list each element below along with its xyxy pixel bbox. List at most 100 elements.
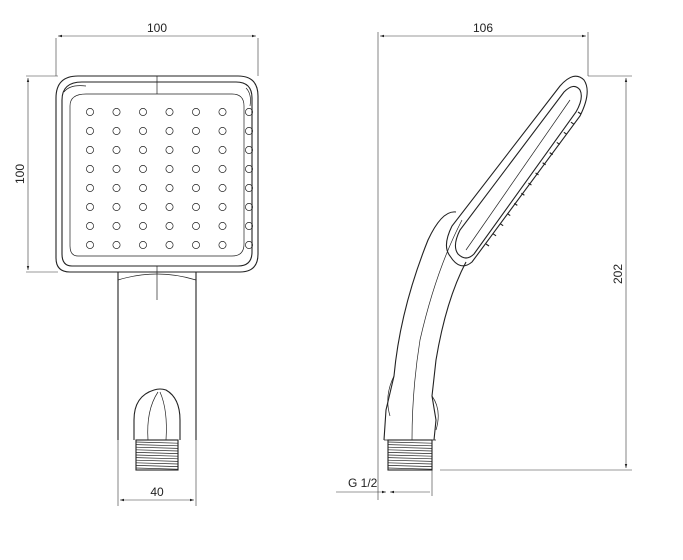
nozzle [245,165,253,173]
thread-ridge [135,467,179,470]
nozzle [165,184,174,192]
thread-ridge [387,452,433,454]
nozzle [218,146,227,154]
side-nozzle [542,162,546,166]
thread-ridge [387,446,433,449]
nozzle [192,146,200,154]
side-height-dimension: 202 [440,75,632,471]
thread-ridge [135,454,179,457]
side-nozzle [528,182,532,186]
nozzle [112,165,121,173]
nozzle [192,184,200,192]
head-face [69,93,245,257]
head-corner-detail [245,87,251,107]
nozzle [139,241,147,249]
thread-ridge [135,452,179,454]
nozzle [112,127,121,135]
neck-width-label: 40 [150,485,164,499]
nozzle [112,108,121,116]
thread-ridge [387,441,433,444]
front-width-label: 100 [147,21,167,35]
handle-end-cap-inner [147,391,167,441]
nozzle [86,184,94,192]
thread-ridge [135,465,179,467]
nozzle [86,241,94,249]
nozzle [165,241,174,249]
thread-ridge [135,446,179,449]
thread-ridge [135,449,179,452]
side-nozzle-row [485,111,582,247]
nozzle [165,146,174,154]
nozzle [112,222,121,230]
side-width-label: 106 [473,21,493,35]
front-view [55,75,259,471]
side-handle-collar [387,375,439,431]
side-nozzle [577,111,582,115]
handle-neck [117,272,197,440]
thread-ridge [387,462,433,465]
side-head-outline [445,75,588,267]
front-height-dimension: 100 [13,75,58,273]
nozzle [245,184,253,192]
side-nozzle [535,172,539,176]
nozzle [245,146,253,154]
nozzle [218,165,227,173]
nozzle [86,127,94,135]
side-nozzle [521,192,525,196]
nozzle [139,165,147,173]
thread-front [135,439,179,471]
nozzle [192,127,200,135]
side-width-dimension: 106 [377,21,589,500]
thread-side [387,439,433,471]
nozzle [112,184,121,192]
side-nozzle [556,142,561,145]
side-nozzle [485,243,490,247]
side-nozzle [499,223,504,227]
side-nozzle [570,121,575,125]
nozzle [192,222,200,230]
nozzle [139,108,147,116]
nozzle-grid [86,108,253,249]
nozzle [192,241,200,249]
thread-ridge [387,449,433,452]
side-head-face [454,85,582,259]
thread-ridge [135,457,179,460]
side-height-label: 202 [611,264,625,284]
nozzle [218,241,227,249]
nozzle [192,108,200,116]
nozzle [139,127,147,135]
thread-ridge [135,441,179,444]
nozzle [165,203,174,211]
head-corner-detail [63,85,87,93]
nozzle [86,108,94,116]
nozzle [86,222,94,230]
handle-collar [117,273,197,281]
nozzle [139,203,147,211]
side-nozzle [549,152,553,156]
thread-label: G 1/2 [348,476,378,490]
thread-ridge [135,459,179,462]
nozzle [112,203,121,211]
neck-width-dimension: 40 [117,440,197,506]
thread-ridge [387,459,433,462]
nozzle [139,222,147,230]
nozzle [165,108,174,116]
nozzle [218,108,227,116]
side-nozzle [492,233,497,237]
nozzle [86,165,94,173]
side-view [383,75,588,471]
nozzle [218,127,227,135]
thread-ridge [387,467,433,470]
nozzle [218,222,227,230]
side-handle-back [431,261,467,441]
front-width-dimension: 100 [55,21,259,76]
thread-ridge [387,457,433,460]
nozzle [112,241,121,249]
nozzle [112,146,121,154]
side-head-inner [465,99,571,251]
nozzle [245,108,253,116]
thread-ridge [387,465,433,467]
front-height-label: 100 [13,164,27,184]
nozzle [192,165,200,173]
